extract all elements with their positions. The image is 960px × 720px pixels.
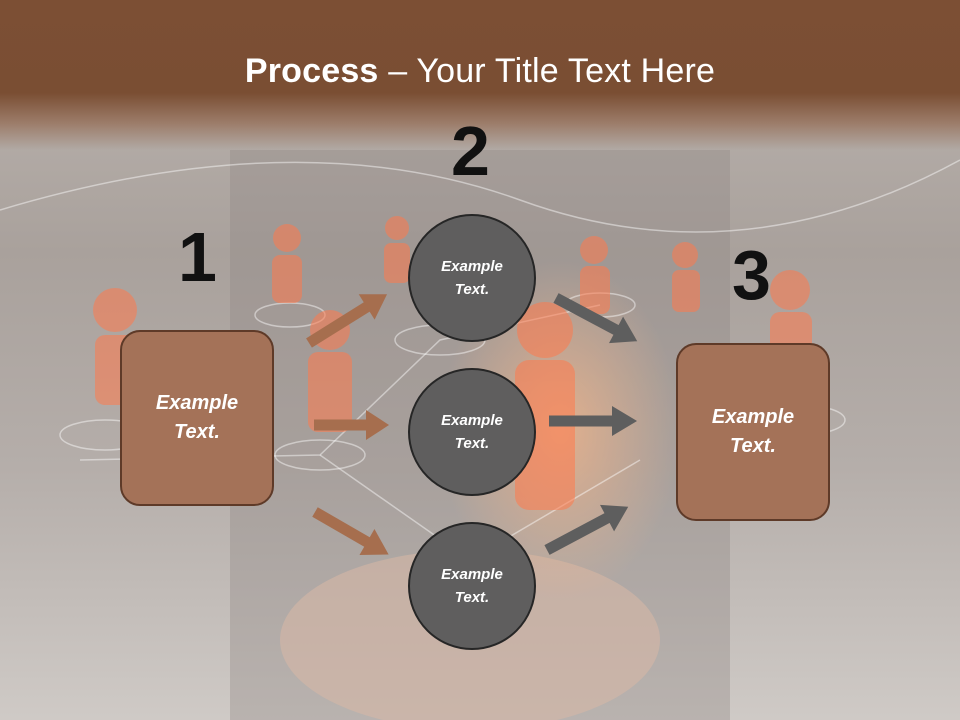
- step-1-box: Example Text.: [120, 330, 274, 506]
- step-number-2: 2: [451, 112, 490, 190]
- slide-title: Process – Your Title Text Here: [0, 52, 960, 91]
- arrow-from-middle-circle: [549, 406, 637, 436]
- header-band: [0, 0, 960, 150]
- step-2-circle-middle: Example Text.: [408, 368, 536, 496]
- step-2-label-bottom: Example Text.: [441, 566, 503, 606]
- step-2-label-top: Example Text.: [441, 258, 503, 298]
- title-rest: – Your Title Text Here: [378, 52, 716, 90]
- arrow-to-top-circle: [306, 294, 388, 348]
- arrow-to-middle-circle: [314, 410, 389, 440]
- step-3-box: Example Text.: [676, 343, 830, 521]
- left-arrows: [306, 294, 389, 555]
- step-2-circle-top: Example Text.: [408, 214, 536, 342]
- step-2-circle-bottom: Example Text.: [408, 522, 536, 650]
- right-arrows: [544, 293, 638, 555]
- step-number-1: 1: [178, 218, 217, 296]
- arrow-to-bottom-circle: [312, 507, 389, 555]
- step-3-label: Example Text.: [711, 406, 795, 457]
- step-2-label-middle: Example Text.: [441, 412, 503, 452]
- title-bold: Process: [244, 52, 379, 90]
- step-1-label: Example Text.: [155, 392, 239, 443]
- arrow-from-bottom-circle: [544, 504, 629, 555]
- step-number-3: 3: [732, 236, 771, 314]
- arrow-from-top-circle: [553, 293, 638, 344]
